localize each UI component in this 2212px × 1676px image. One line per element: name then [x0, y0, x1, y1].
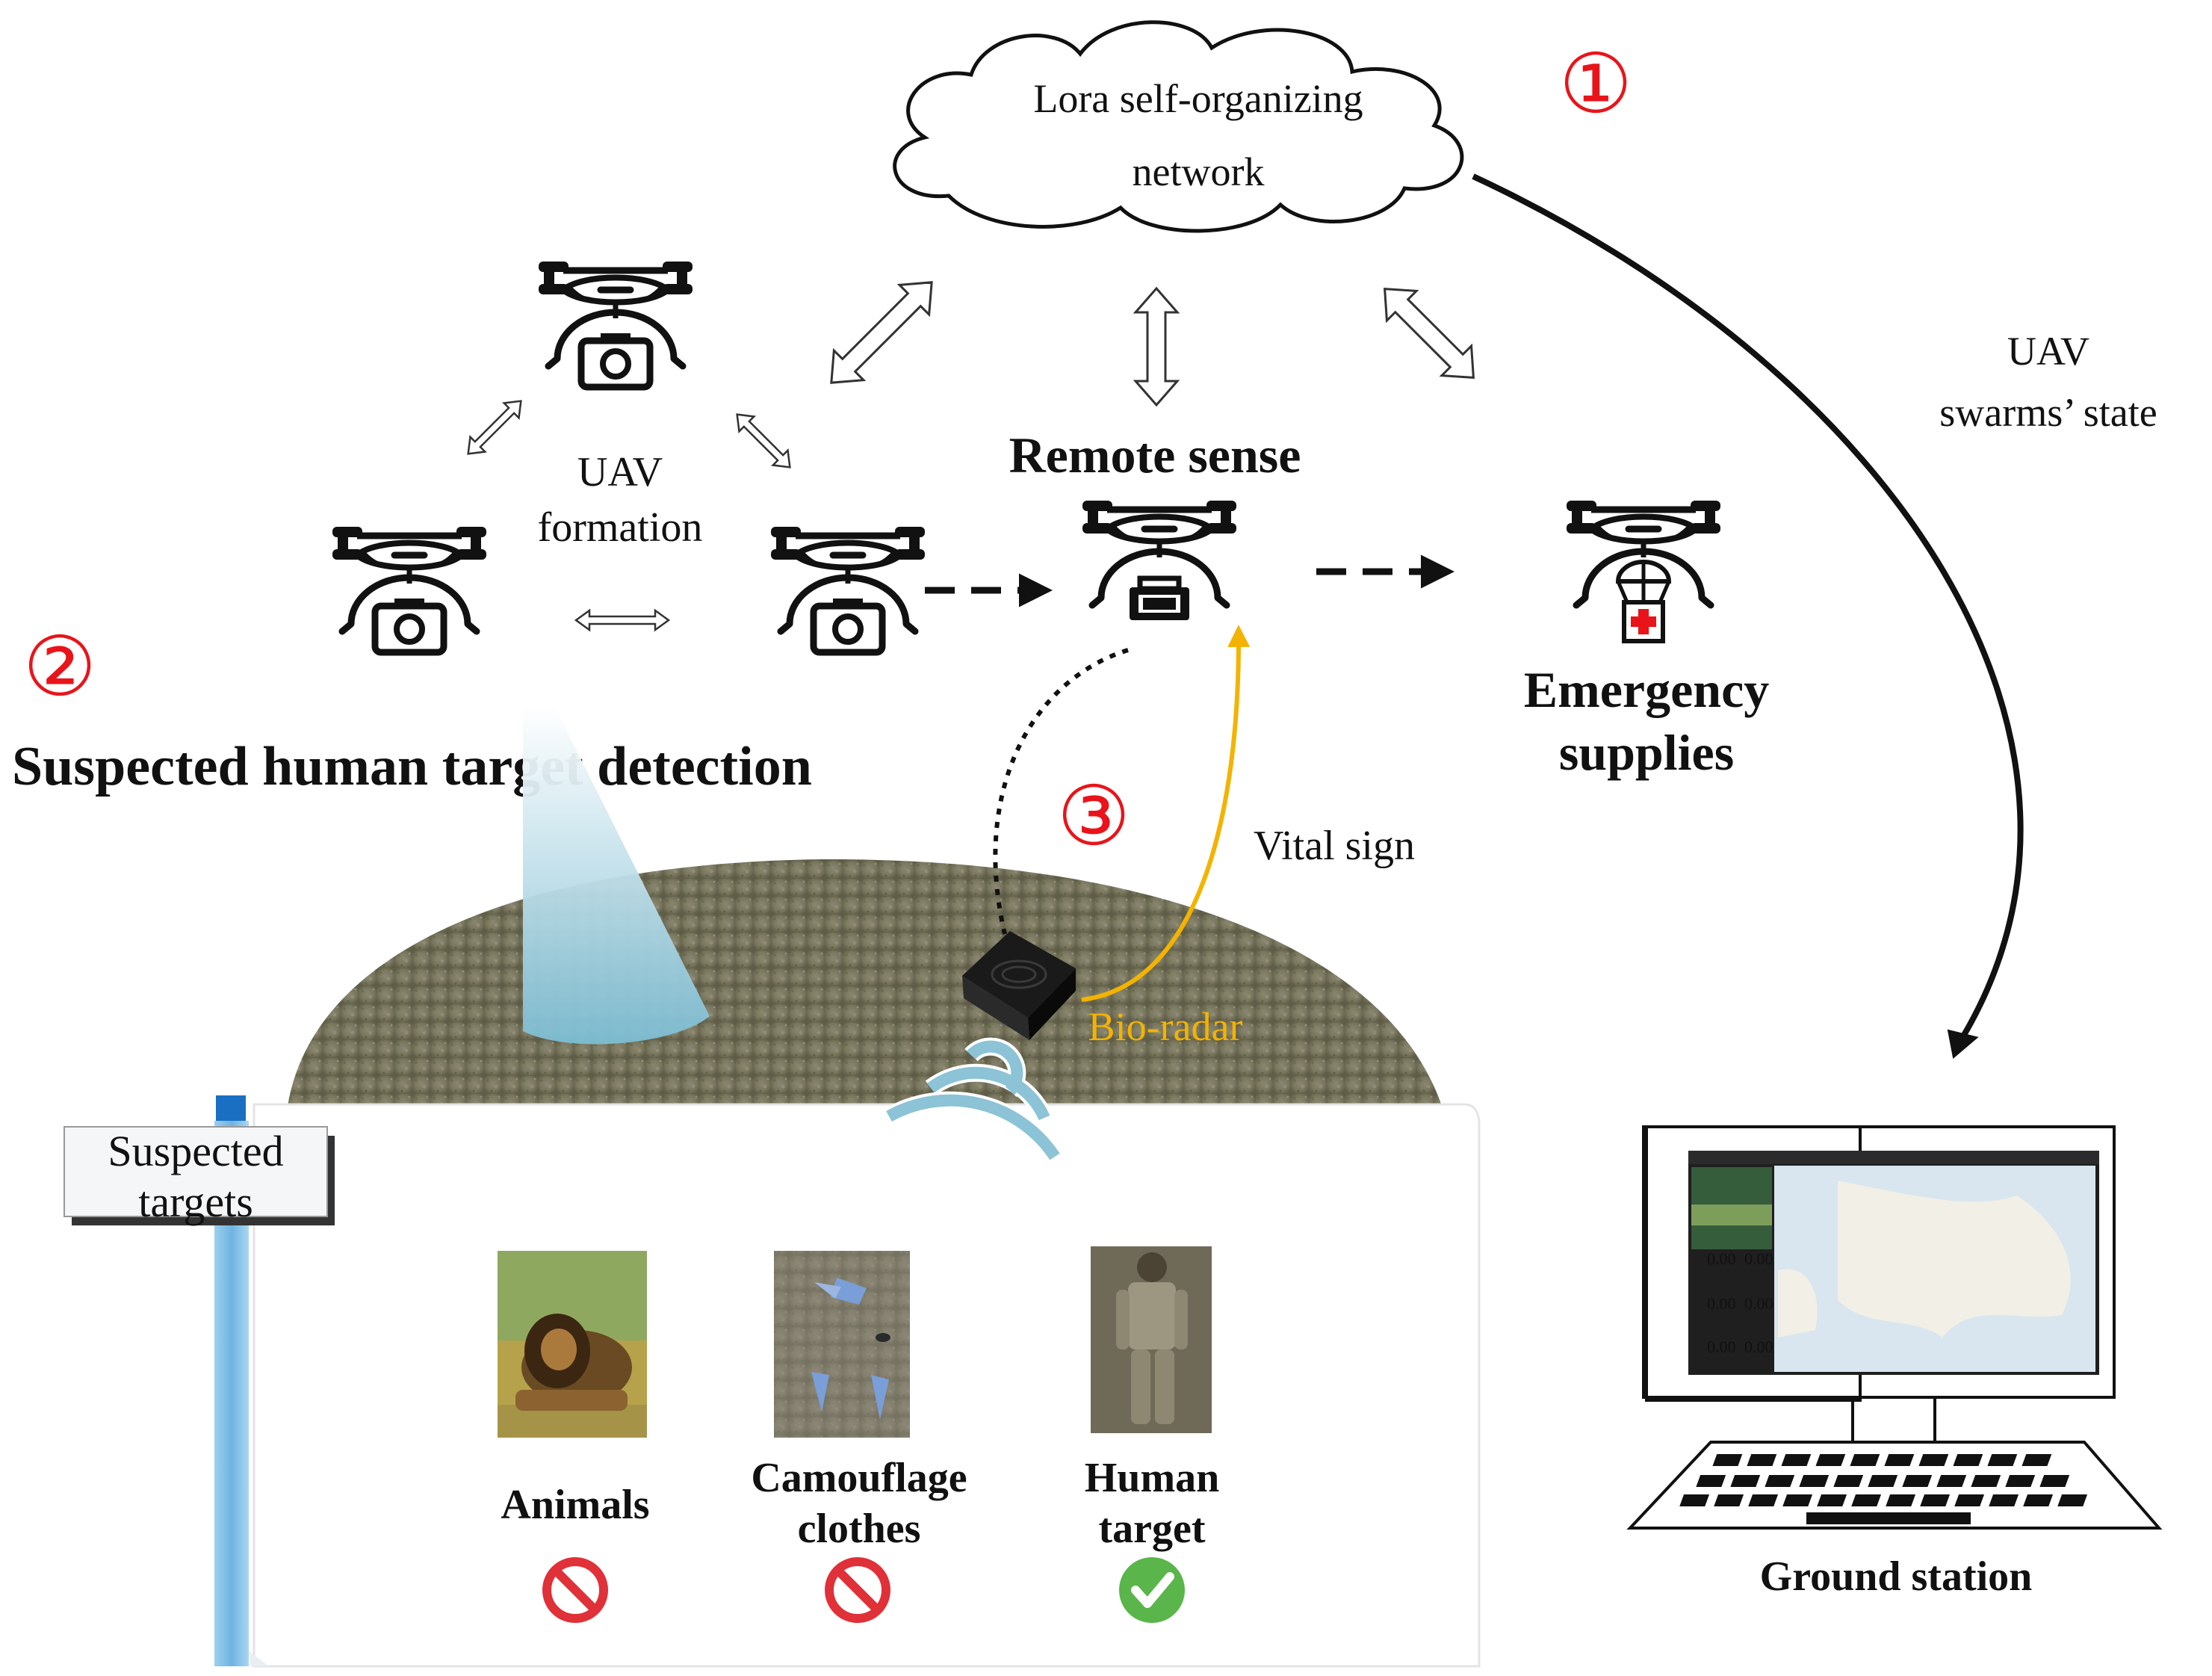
svg-text:0.00: 0.00	[1744, 1294, 1773, 1313]
step-marker-2: ②	[23, 622, 97, 713]
cloud-label-line1: Lora self-organizing	[1033, 76, 1363, 121]
target-3-label-line2: target	[1098, 1506, 1205, 1552]
formation-drone-right	[771, 527, 925, 652]
prohibited-icon	[547, 1562, 604, 1618]
target-3-label-line1: Human	[1085, 1455, 1220, 1501]
keyboard-key	[1987, 1454, 2018, 1466]
keyboard-key	[1884, 1454, 1915, 1466]
vital-sign-label: Vital sign	[1254, 823, 1415, 869]
keyboard-key	[1833, 1475, 1864, 1487]
emergency-label-line1: Emergency	[1524, 661, 1770, 718]
step-marker-1: ①	[1559, 39, 1633, 130]
target-1-label: Animals	[501, 1482, 649, 1528]
keyboard-key	[1851, 1494, 1882, 1506]
keyboard-key	[1953, 1454, 1983, 1466]
swarm-state-arrow	[1472, 173, 2024, 1048]
remote-sense-label: Remote sense	[1009, 427, 1301, 483]
keyboard-key	[1730, 1475, 1761, 1487]
keyboard-key	[1679, 1494, 1710, 1506]
keyboard-keys	[1679, 1454, 2088, 1524]
keyboard-key	[1989, 1494, 2019, 1506]
prohibited-icon	[829, 1562, 886, 1618]
double-arrow-right	[1383, 287, 1475, 380]
keyboard-key	[1902, 1475, 1933, 1487]
keyboard-key	[1712, 1454, 1743, 1466]
step-marker-3: ③	[1057, 771, 1131, 862]
swarm-state-label-line2: swarms’ state	[1939, 390, 2157, 435]
keyboard-key	[2022, 1454, 2052, 1466]
keyboard-key	[1765, 1475, 1795, 1487]
keyboard-key	[1815, 1454, 1846, 1466]
keyboard-key	[2057, 1494, 2088, 1506]
keyboard-key	[1748, 1494, 1779, 1506]
camouflage-photo	[774, 1251, 910, 1438]
keyboard-key	[1920, 1494, 1951, 1506]
formation-arrow-top-left	[467, 400, 522, 455]
sign-label-line2: targets	[138, 1178, 253, 1226]
bio-radar-label: Bio-radar	[1088, 1004, 1243, 1049]
keyboard-key	[1971, 1475, 2001, 1487]
ground-station-label: Ground station	[1760, 1553, 2033, 1600]
svg-text:0.00: 0.00	[1707, 1338, 1736, 1356]
radar-wave-arcs	[886, 1040, 1060, 1160]
formation-drone-top	[539, 262, 693, 387]
keyboard-key	[1918, 1454, 1949, 1466]
ground-station-computer: 0.00 0.00 0.00 0.00 0.00 0.00	[1626, 1125, 2163, 1530]
formation-links	[467, 400, 791, 632]
cloud-shape	[893, 20, 1464, 233]
remote-sense-drone	[1082, 501, 1236, 620]
animal-photo	[498, 1251, 647, 1438]
human-target-photo	[1091, 1246, 1212, 1433]
keyboard-key	[1799, 1475, 1830, 1487]
target-2-label-line1: Camouflage	[751, 1455, 967, 1501]
svg-text:0.00: 0.00	[1744, 1338, 1773, 1356]
radar-deploy-path	[993, 648, 1129, 935]
check-icon	[1119, 1557, 1185, 1623]
pole-cap	[216, 1095, 246, 1121]
swarm-state-label-line1: UAV	[2007, 329, 2089, 374]
cloud-link-arrows	[830, 281, 1475, 407]
keyboard-key	[1850, 1454, 1880, 1466]
uav-formation-label-line1: UAV	[577, 449, 663, 495]
keyboard-key	[1868, 1475, 1898, 1487]
swarm-state-arrowhead	[1947, 1029, 1979, 1059]
emergency-label-line2: supplies	[1559, 724, 1734, 781]
svg-text:0.00: 0.00	[1744, 1249, 1773, 1268]
double-arrow-center	[1133, 286, 1180, 407]
keyboard-key	[1714, 1494, 1744, 1506]
keyboard-key	[2023, 1494, 2054, 1506]
camera-detection-beam	[523, 706, 710, 1045]
bio-radar-device	[962, 931, 1076, 1040]
keyboard-key	[2005, 1475, 2036, 1487]
supply-drone	[1567, 501, 1720, 641]
formation-arrow-bottom	[574, 608, 671, 632]
keyboard-key	[1696, 1475, 1726, 1487]
keyboard-key	[1781, 1454, 1812, 1466]
keyboard-key	[1954, 1494, 1985, 1506]
vital-sign-arrow	[1081, 625, 1251, 1002]
cloud-label-line2: network	[1133, 149, 1265, 194]
uav-formation-label-line2: formation	[538, 504, 703, 551]
keyboard-key	[1782, 1494, 1813, 1506]
double-arrow-left	[830, 281, 933, 384]
keyboard-key	[1747, 1454, 1777, 1466]
keyboard-key	[2039, 1475, 2070, 1487]
keyboard-key	[1936, 1475, 1967, 1487]
lora-network-cloud: Lora self-organizing network	[893, 20, 1464, 233]
target-2-label-line2: clothes	[798, 1506, 921, 1552]
keyboard-key	[1817, 1494, 1847, 1506]
keyboard-spacebar	[1806, 1512, 1971, 1524]
keyboard-key	[1886, 1494, 1916, 1506]
detection-title: Suspected human target detection	[12, 736, 812, 797]
suspected-targets-sign	[63, 1126, 328, 1217]
ground-terrain	[288, 859, 1442, 1106]
formation-drone-left	[332, 527, 486, 652]
sign-label-line1: Suspected	[108, 1127, 283, 1175]
formation-arrow-top-right	[736, 413, 791, 469]
svg-text:0.00: 0.00	[1707, 1249, 1736, 1268]
svg-text:0.00: 0.00	[1707, 1294, 1736, 1313]
